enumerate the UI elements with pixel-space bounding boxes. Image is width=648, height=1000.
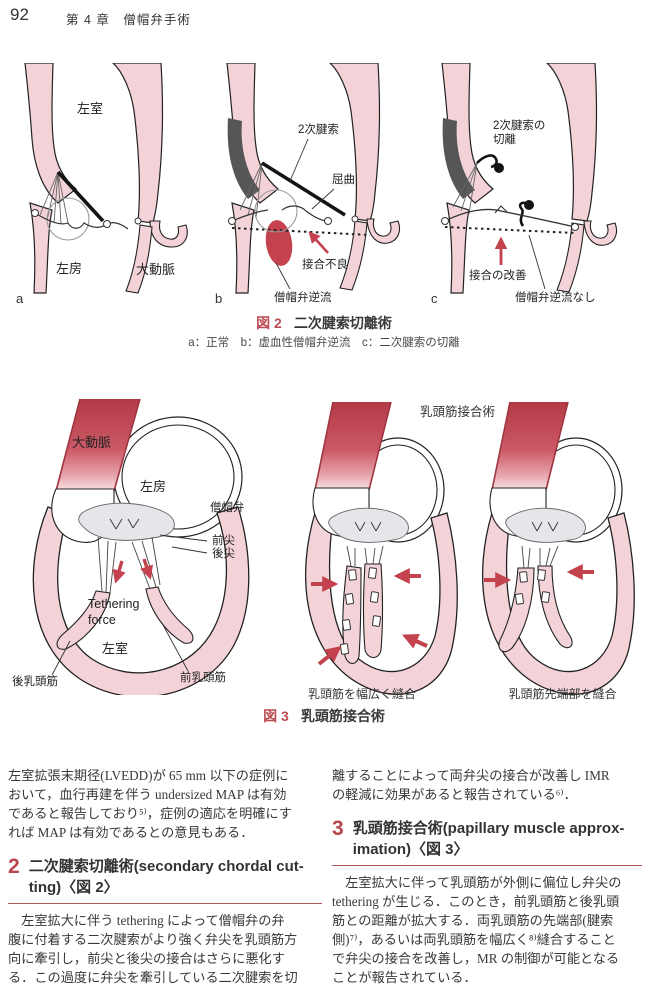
label-left-ventricle: 左室: [77, 101, 104, 116]
fig3-right-caption: 乳頭筋先端部を縫合: [508, 687, 617, 701]
chapter-title: 第 4 章 僧帽弁手術: [66, 13, 191, 27]
section-number: 3: [332, 817, 344, 840]
figure2-number: 図 2: [256, 315, 282, 331]
label-mitral-regurgitation: 僧帽弁逆流: [274, 292, 332, 304]
section-heading-3: 3 乳頭筋接合術(papillary muscle approx- imatio…: [332, 818, 642, 860]
label-mitral-valve: 僧帽弁: [210, 502, 245, 514]
section-title: 二次腱索切離術(secondary chordal cut- ting)〈図 2…: [28, 858, 304, 896]
label-left-ventricle: 左室: [102, 641, 129, 656]
fig2-panel-b: 2次腱索 屈曲 接合不良 僧帽弁逆流 b: [210, 63, 420, 308]
section-number: 2: [8, 855, 20, 878]
paragraph: 左室拡大に伴って乳頭筋が外側に偏位し弁尖の tethering が生じる．このと…: [332, 875, 622, 985]
panel-letter-c: c: [431, 291, 438, 306]
label-secondary-chordae: 2次腱索: [298, 124, 339, 136]
section-title: 乳頭筋接合術(papillary muscle approx- imation)…: [352, 820, 625, 858]
label-chordae-cutting: 2次腱索の 切離: [493, 120, 546, 147]
figure3-number: 図 3: [263, 708, 289, 724]
figure2-caption: 図 2 二次腱索切離術: [0, 313, 648, 333]
fig3-top-label: 乳頭筋接合術: [420, 405, 496, 419]
heart-diagram-ischemic-mr: [226, 63, 401, 294]
fig3-middle-caption: 乳頭筋を幅広く縫合: [307, 687, 416, 701]
label-aorta: 大動脈: [72, 435, 112, 450]
label-bending: 屈曲: [332, 174, 355, 186]
label-left-atrium: 左房: [140, 479, 167, 494]
heading-rule: [8, 903, 322, 904]
label-posterior-leaflet: 後尖: [212, 548, 235, 560]
label-aorta: 大動脈: [136, 262, 176, 277]
heart-diagram-tethering: [32, 398, 250, 695]
label-no-mitral-regurgitation: 僧帽弁逆流なし: [515, 292, 596, 304]
page-number: 92: [10, 5, 29, 24]
label-anterior-papillary-muscle: 前乳頭筋: [180, 672, 226, 684]
figure2-subcaption: a：正常 b：虚血性僧帽弁逆流 c：二次腱索の切離: [188, 337, 460, 349]
label-malcoaptation: 接合不良: [302, 259, 348, 271]
paragraph: 離することによって両弁尖の接合が改善し IMR の軽減に効果があると報告されてい…: [332, 768, 610, 802]
paragraph: 左室拡大に伴う tethering によって僧帽弁の弁 腹に付着する二次腱索がよ…: [8, 913, 298, 985]
heart-diagram-normal: [24, 63, 188, 294]
label-improved-coaptation: 接合の改善: [469, 270, 527, 282]
fig3-panel-middle: [295, 398, 465, 698]
heart-diagram-chordal-cutting: [441, 63, 618, 294]
figure3-title: 乳頭筋接合術: [300, 708, 385, 724]
paragraph: 左室拡張末期径(LVEDD)が 65 mm 以下の症例に おいて，血行再建を伴う…: [8, 768, 292, 840]
label-left-atrium: 左房: [56, 261, 83, 276]
heading-rule: [332, 865, 642, 866]
fig2-panel-a: 左室 左房 大動脈 a: [10, 63, 210, 308]
label-anterior-leaflet: 前尖: [212, 535, 235, 547]
label-posterior-papillary-muscle: 後乳頭筋: [12, 676, 58, 688]
fig3-panel-left: 大動脈 左房 僧帽弁 前尖 後尖 Tethering force 左室 前乳頭筋…: [10, 395, 290, 695]
body-column-left: 左室拡張末期径(LVEDD)が 65 mm 以下の症例に おいて，血行再建を伴う…: [8, 766, 322, 987]
figure3-caption: 図 3 乳頭筋接合術: [0, 706, 648, 726]
figure2-title: 二次腱索切離術: [293, 315, 392, 331]
fig3-panel-right: [470, 398, 645, 698]
label-tethering-force: Tethering force: [88, 597, 140, 627]
section-heading-2: 2 二次腱索切離術(secondary chordal cut- ting)〈図…: [8, 856, 322, 898]
heart-diagram-wide-suture: [305, 401, 458, 695]
panel-letter-a: a: [16, 291, 24, 306]
fig2-panel-c: 2次腱索の 切離 接合の改善 僧帽弁逆流なし c: [425, 63, 640, 308]
heart-diagram-tip-suture: [482, 401, 635, 695]
body-column-right: 離することによって両弁尖の接合が改善し IMR の軽減に効果があると報告されてい…: [332, 766, 642, 987]
panel-letter-b: b: [215, 291, 223, 306]
